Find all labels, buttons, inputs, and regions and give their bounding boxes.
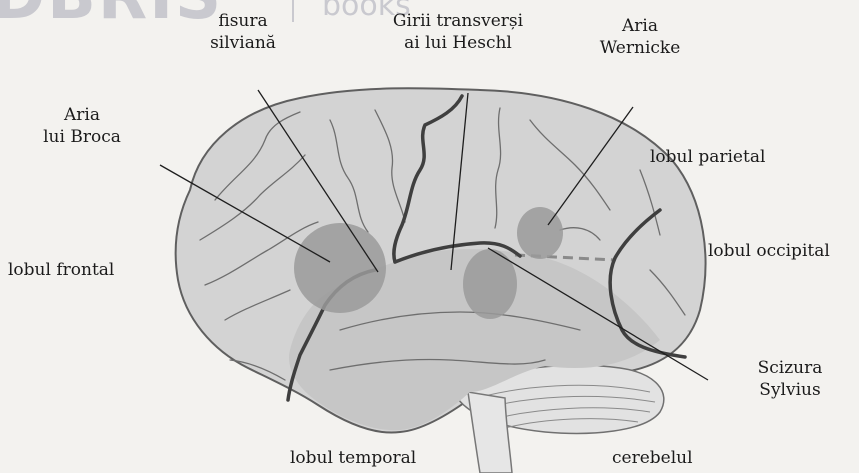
label-lobul-parietal: lobul parietal [650,146,765,168]
label-lobul-temporal: lobul temporal [290,447,416,469]
heschl-area [463,249,517,319]
label-lobul-occipital: lobul occipital [708,240,830,262]
brainstem [468,392,512,473]
label-cerebelul: cerebelul [612,447,693,469]
watermark-brand: DBRIS [0,0,223,34]
broca-area [294,223,386,313]
watermark-divider [292,0,294,22]
label-lobul-frontal: lobul frontal [8,259,114,281]
